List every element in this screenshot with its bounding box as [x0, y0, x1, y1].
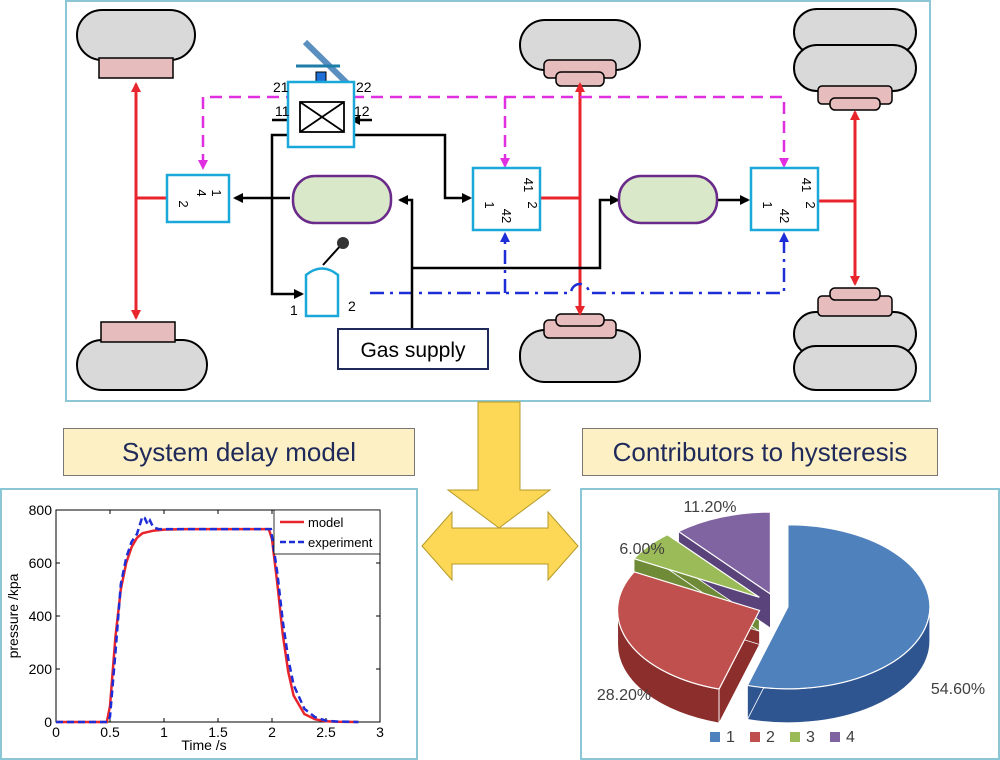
- pie-slice-1: [746, 524, 931, 690]
- rear-relay-port-1: 1: [760, 201, 775, 208]
- middle-relay-valve: 41 42 1 2: [471, 166, 542, 232]
- rear-relay-port-2: 2: [803, 201, 818, 208]
- middle-bottom-wheel: [519, 313, 641, 383]
- legend-label-3: 3: [806, 729, 815, 746]
- x-tick-label: 1.5: [208, 724, 228, 740]
- pie-slice-4: [677, 511, 772, 596]
- legend-label-4: 4: [846, 729, 855, 746]
- legend-swatch-3: [790, 732, 800, 742]
- front-left-wheel: [76, 9, 196, 79]
- brake-chamber-lines: [131, 82, 860, 320]
- parking-signal-lines: [370, 232, 789, 295]
- x-tick-label: 0: [52, 724, 60, 740]
- pie-value-label-2: 28.20%: [597, 687, 651, 704]
- x-tick-label: 1: [160, 724, 168, 740]
- mid-relay-port-41: 41: [521, 178, 536, 192]
- y-tick-label: 600: [29, 555, 53, 571]
- rear-reservoir: [617, 174, 719, 225]
- gas-supply-box: [337, 328, 489, 370]
- front-relay-port-2: 2: [176, 200, 191, 207]
- front-right-wheel: [76, 321, 208, 391]
- x-tick-label: 2.5: [316, 724, 336, 740]
- pie-legend: 1 2 3 4: [710, 729, 855, 746]
- mid-relay-port-42: 42: [499, 209, 514, 223]
- y-tick-label: 0: [44, 714, 52, 730]
- pie-value-label-4: 11.20%: [683, 499, 736, 516]
- front-relay-valve: 4 1 2: [165, 173, 231, 224]
- front-reservoir: [291, 174, 393, 225]
- hand-valve-port-2: 2: [348, 298, 356, 314]
- pedal-port-11: 11: [275, 103, 290, 119]
- x-tick-label: 2: [268, 724, 276, 740]
- pie-slice-2: [616, 571, 761, 690]
- hand-valve-port-1: 1: [290, 302, 298, 318]
- rear-bottom-dual-wheel: [793, 287, 917, 391]
- pie-slice-3: [632, 534, 760, 598]
- legend-box: [273, 509, 381, 555]
- brake-schematic: 4 1 2 41 42 1 2 41 42 1 2 21 22 11 12 1 …: [76, 8, 917, 391]
- pedal-port-22: 22: [356, 79, 372, 95]
- air-supply-lines: [233, 115, 750, 328]
- pedal-port-12: 12: [354, 103, 370, 119]
- legend-swatch-1: [710, 732, 720, 742]
- control-signal-lines: [198, 95, 789, 170]
- gas-supply-label: Gas supply: [360, 339, 466, 362]
- y-tick-label: 400: [29, 608, 53, 624]
- foot-brake-valve: 21 22 11 12: [273, 39, 372, 149]
- legend-swatch-2: [750, 732, 760, 742]
- mid-relay-port-2: 2: [525, 201, 540, 208]
- x-axis-label: Time /s: [181, 737, 226, 753]
- rear-relay-valve: 41 42 1 2: [749, 166, 820, 232]
- legend-label-model: model: [308, 515, 344, 530]
- rear-relay-port-41: 41: [799, 178, 814, 192]
- double-arrow-icon: [421, 510, 579, 582]
- front-relay-port-1: 1: [209, 189, 224, 196]
- hysteresis-pie-chart: 54.60% 28.20% 6.00% 11.20% 1 2 3 4: [597, 499, 985, 746]
- right-title: Contributors to hysteresis: [582, 428, 938, 476]
- mid-relay-port-1: 1: [482, 201, 497, 208]
- pie-value-label-1: 54.60%: [931, 681, 985, 698]
- middle-top-wheel: [519, 19, 641, 87]
- legend-label-experiment: experiment: [308, 535, 373, 550]
- legend-label-2: 2: [766, 729, 775, 746]
- pie-value-label-3: 6.00%: [619, 541, 664, 558]
- hand-brake-valve: 1 2: [290, 237, 356, 318]
- legend-swatch-4: [830, 732, 840, 742]
- left-title: System delay model: [63, 428, 415, 476]
- front-relay-port-4: 4: [194, 189, 209, 196]
- legend-label-1: 1: [726, 729, 735, 746]
- y-axis-label: pressure /kpa: [5, 573, 21, 658]
- pedal-port-21: 21: [273, 79, 289, 95]
- flow-arrows: [421, 401, 579, 582]
- rear-relay-port-42: 42: [777, 209, 792, 223]
- x-tick-label: 0.5: [100, 724, 120, 740]
- rear-top-dual-wheel: [793, 8, 917, 111]
- down-arrow-icon: [446, 401, 552, 529]
- x-tick-label: 3: [376, 724, 384, 740]
- y-tick-label: 200: [29, 661, 53, 677]
- y-tick-label: 800: [29, 502, 53, 518]
- chart-legend: model experiment: [273, 509, 381, 555]
- series-line-experiment: [56, 514, 359, 724]
